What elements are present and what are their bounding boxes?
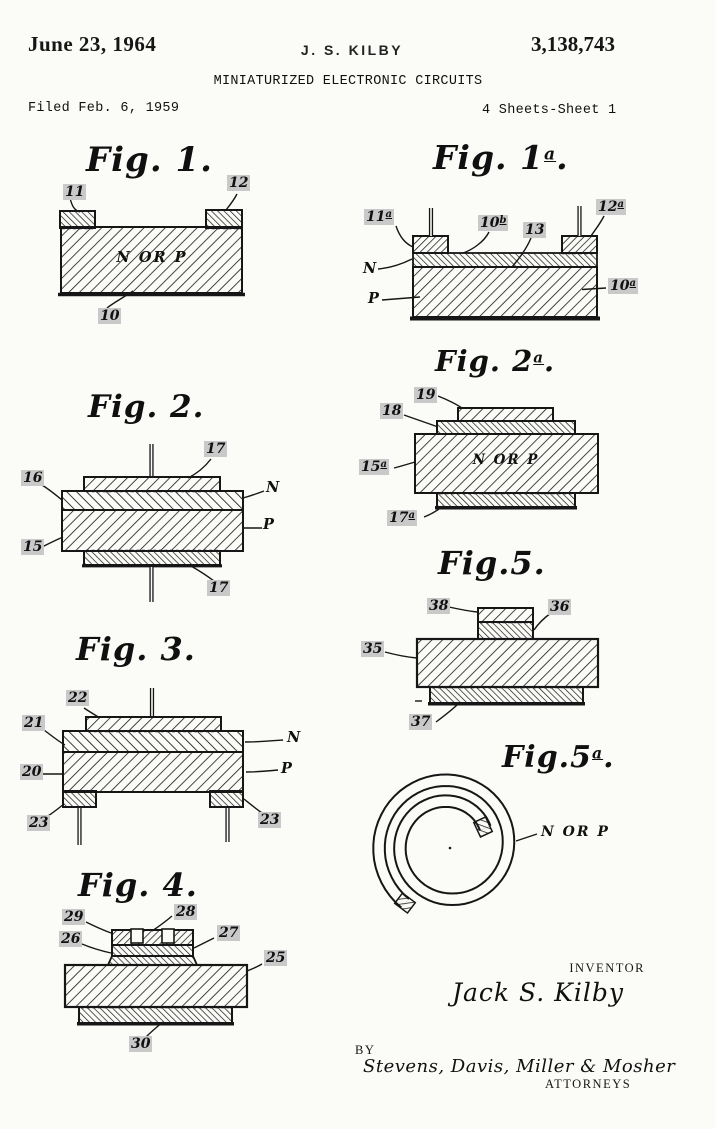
patent-title: MINIATURIZED ELECTRONIC CIRCUITS [213,74,483,89]
fig3-n-label: N [287,729,301,746]
ref-label-10b: 10b [478,215,509,232]
ref-label-21: 21 [22,715,46,732]
inventor-name-header: J. S. KILBY [300,42,404,58]
fig1-material-label: N OR P [116,249,188,266]
ref-label-36: 36 [548,599,572,616]
ref-label-29: 29 [62,909,86,926]
fig3-title: Fig. 3. [76,630,196,668]
fig1-title: Fig. 1. [86,140,213,180]
inventor-caption: INVENTOR [569,961,645,975]
attorney-caption: ATTORNEYS [545,1077,632,1091]
fig5a-drawing [372,773,538,915]
patent-number: 3,138,743 [531,32,615,56]
ref-label-15a: 15a [359,459,389,476]
ref-label-25: 25 [264,950,288,967]
fig3-drawing [42,688,284,845]
ref-label-26: 26 [59,931,83,948]
fig2-drawing [41,444,265,602]
fig2-title: Fig. 2. [88,389,205,425]
ref-label-23-left: 23 [27,815,51,832]
ref-label-16: 16 [21,470,45,487]
ref-label-38: 38 [427,598,451,615]
issue-date: June 23, 1964 [28,32,157,56]
ref-label-10: 10 [98,308,122,325]
ref-label-35: 35 [361,641,385,658]
ref-label-17-bottom: 17 [207,580,231,597]
by-label: BY [355,1043,376,1057]
fig2-p-label: P [263,516,274,533]
ref-label-37: 37 [409,714,433,731]
ref-label-11a: 11a [364,209,394,226]
fig1a-title: Fig. 1a. [433,138,569,177]
fig2a-material-label: N OR P [472,452,540,468]
ref-label-22: 22 [66,690,90,707]
fig2-n-label: N [266,479,280,496]
fig3-p-label: P [281,760,292,777]
fig4-drawing [63,915,263,1038]
fig5-drawing [384,606,600,723]
fig5a-material-label: N OR P [541,824,610,840]
ref-label-10a: 10a [608,278,638,295]
ref-label-30: 30 [129,1036,153,1053]
fig4-title: Fig. 4. [78,866,198,904]
fig5-title: Fig.5. [438,544,546,582]
ref-label-17a: 17a [387,510,417,527]
filed-date: Filed Feb. 6, 1959 [28,101,180,116]
ref-label-12a: 12a [596,199,626,216]
ref-label-11: 11 [63,184,87,201]
inventor-signature: Jack S. Kilby [452,978,624,1007]
ref-label-28: 28 [174,904,198,921]
sheet-info: 4 Sheets-Sheet 1 [482,103,617,118]
fig1a-p-label: P [368,290,379,307]
ref-label-23-right: 23 [258,812,282,829]
fig2a-title: Fig. 2a. [435,344,556,378]
fig2a-drawing [393,395,599,518]
fig5a-title: Fig.5a. [502,740,615,775]
ref-label-18: 18 [380,403,404,420]
ref-label-12: 12 [227,175,251,192]
ref-label-27: 27 [217,925,241,942]
ref-label-17-top: 17 [204,441,228,458]
ref-label-15: 15 [21,539,45,556]
ref-label-19: 19 [414,387,438,404]
fig1a-n-label: N [363,260,377,277]
ref-label-13: 13 [523,222,547,239]
ref-label-20: 20 [20,764,44,781]
attorney-signature: Stevens, Davis, Miller & Mosher [363,1056,676,1077]
fig1a-drawing [377,206,607,321]
